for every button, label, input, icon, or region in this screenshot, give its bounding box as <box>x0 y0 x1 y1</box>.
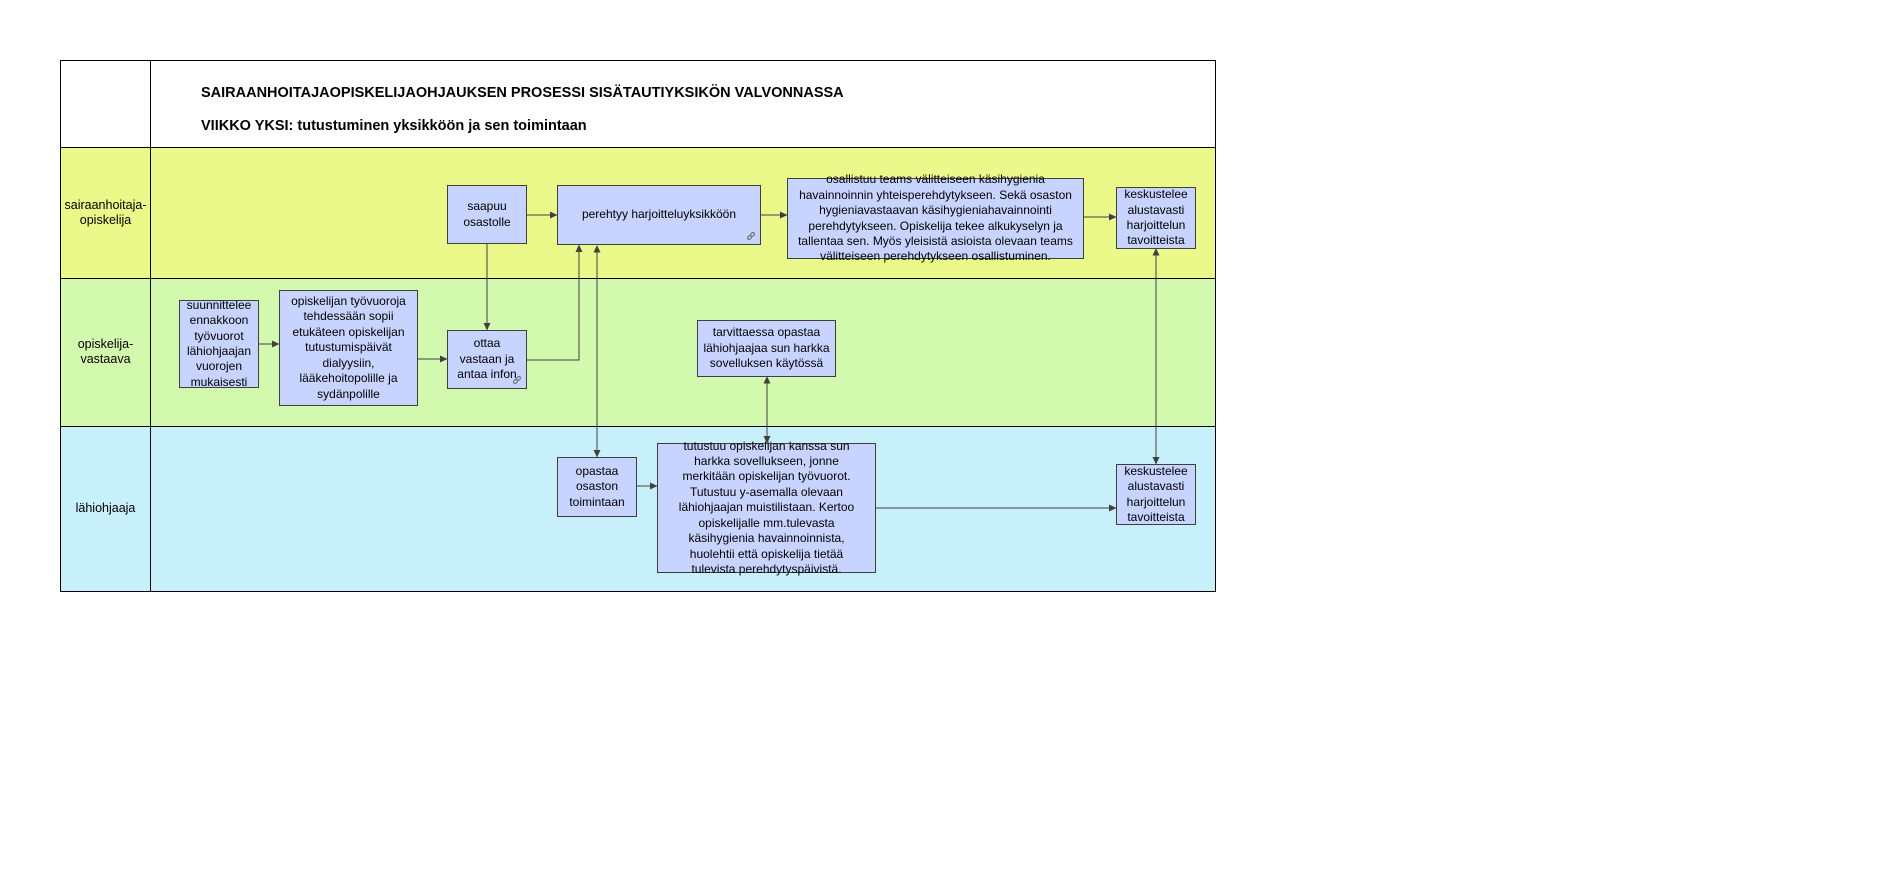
box-orientation[interactable]: perehtyy harjoitteluyksikköön <box>557 185 761 245</box>
box-hygiene-text: osallistuu teams välitteiseen käsihygien… <box>798 172 1073 264</box>
box-discuss-mentor[interactable]: keskustelee alustavasti harjoittelun tav… <box>1116 464 1196 525</box>
box-receive-info-text: ottaa vastaan ja antaa infon <box>457 336 517 382</box>
box-orientation-text: perehtyy harjoitteluyksikköön <box>581 207 737 222</box>
box-plan-shifts[interactable]: suunnittelee ennakkoon työvuorot lähiohj… <box>179 297 259 389</box>
box-guide-ward-text: opastaa osaston toimintaan <box>569 463 625 509</box>
lane-label-mentor: lähiohjaaja <box>75 501 136 515</box>
diagram-subtitle: VIIKKO YKSI: tutustuminen yksikköön ja s… <box>201 118 587 134</box>
diagram-title: SAIRAANHOITAJAOPISKELIJAOHJAUKSEN PROSES… <box>201 85 844 101</box>
box-guide-app[interactable]: tarvittaessa opastaa lähiohjaajaa sun ha… <box>697 320 836 377</box>
arrow-receive-to-orientation <box>527 244 583 361</box>
box-discuss-student-text: keskustelee alustavasti harjoittelun tav… <box>1124 187 1188 248</box>
box-arrives[interactable]: saapuu osastolle <box>447 185 527 244</box>
box-guide-ward[interactable]: opastaa osaston toimintaan <box>557 457 637 517</box>
box-guide-app-text: tarvittaessa opastaa lähiohjaajaa sun ha… <box>703 325 830 371</box>
box-app-intro[interactable]: tutustuu opiskelijan kanssa sun harkka s… <box>657 439 876 576</box>
box-hygiene[interactable]: osallistuu teams välitteiseen käsihygien… <box>787 172 1084 263</box>
box-app-intro-text: tutustuu opiskelijan kanssa sun harkka s… <box>678 438 855 576</box>
link-icon <box>512 375 522 385</box>
box-discuss-mentor-text: keskustelee alustavasti harjoittelun tav… <box>1124 463 1188 524</box>
box-discuss-student[interactable]: keskustelee alustavasti harjoittelun tav… <box>1116 187 1196 249</box>
lane-label-student: sairaanhoitaja- opiskelija <box>64 197 147 227</box>
box-agree-days[interactable]: opiskelijan työvuoroja tehdessään sopii … <box>279 290 418 406</box>
lane-label-divider <box>150 61 151 591</box>
box-plan-shifts-text: suunnittelee ennakkoon työvuorot lähiohj… <box>186 297 252 389</box>
lane-label-coordinator: opiskelija- vastaava <box>77 337 134 366</box>
link-icon <box>746 231 756 241</box>
box-agree-days-text: opiskelijan työvuoroja tehdessään sopii … <box>291 294 406 401</box>
box-arrives-text: saapuu osastolle <box>463 199 511 229</box>
diagram-frame <box>60 60 1216 592</box>
box-receive-info[interactable]: ottaa vastaan ja antaa infon <box>447 330 527 389</box>
